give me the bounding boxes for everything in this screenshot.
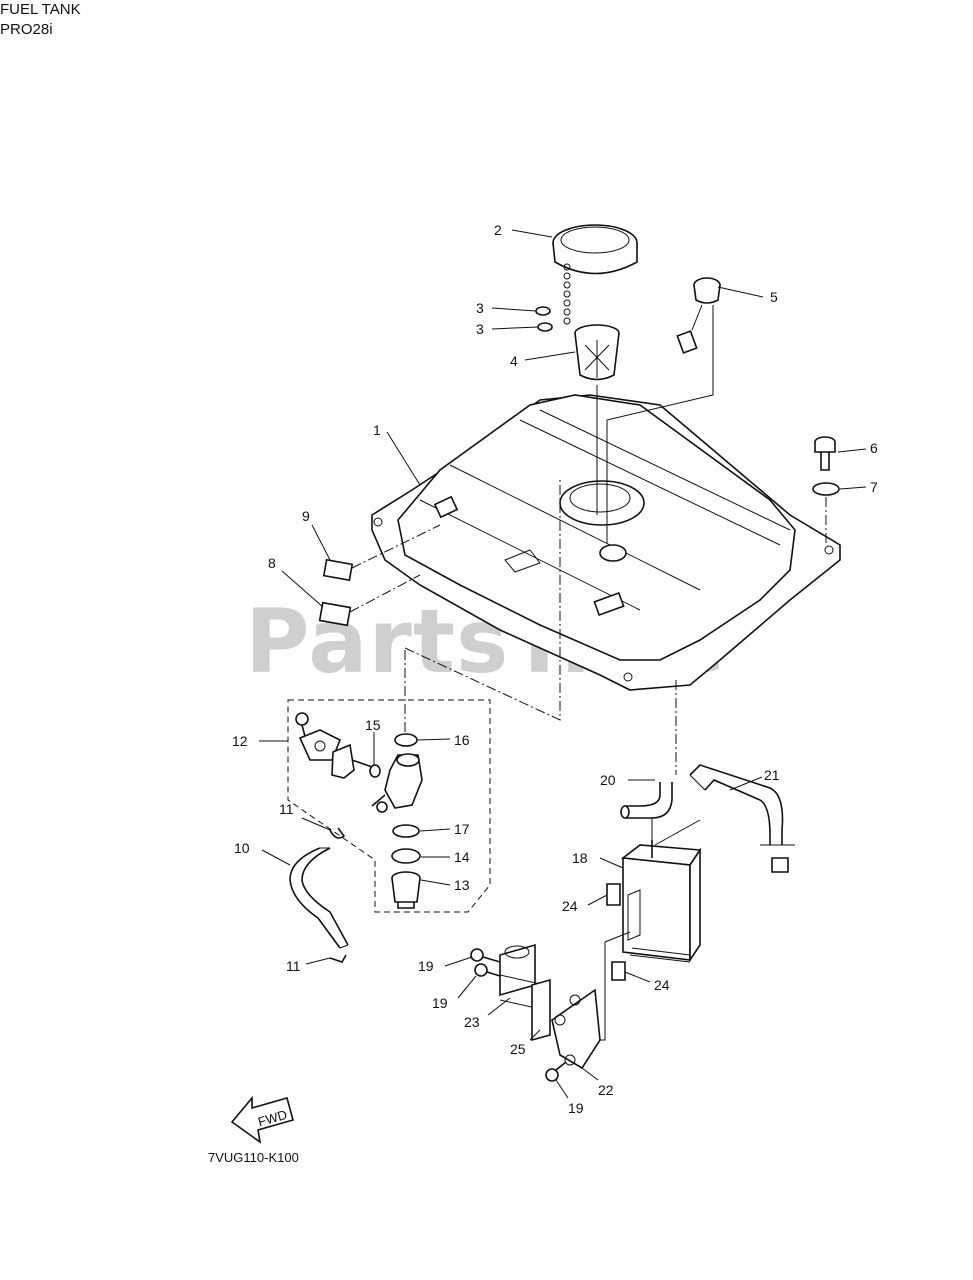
- leader-lines: [259, 229, 867, 1099]
- callout-21[interactable]: 21: [764, 767, 780, 783]
- callout-19a[interactable]: 19: [418, 958, 434, 974]
- fuel-gauge[interactable]: [676, 277, 721, 354]
- fuel-cap[interactable]: [552, 224, 638, 275]
- diagram-code: 7VUG110-K100: [208, 1150, 299, 1165]
- canister-clip-lower[interactable]: [611, 961, 626, 981]
- fuel-tank[interactable]: [371, 394, 841, 691]
- callout-17[interactable]: 17: [454, 821, 470, 837]
- bracket-22[interactable]: [551, 988, 601, 1070]
- callout-1[interactable]: 1: [373, 422, 381, 438]
- bracket-25[interactable]: [531, 978, 551, 1042]
- pad-lower[interactable]: [318, 601, 352, 627]
- hose-clip-lower[interactable]: [329, 954, 347, 963]
- callout-14[interactable]: 14: [454, 849, 470, 865]
- callout-10[interactable]: 10: [234, 840, 250, 856]
- callout-18[interactable]: 18: [572, 850, 588, 866]
- callout-4[interactable]: 4: [510, 353, 518, 369]
- callout-2[interactable]: 2: [494, 222, 502, 238]
- washer[interactable]: [812, 482, 840, 496]
- tee-fitting[interactable]: [771, 857, 789, 873]
- callout-19b[interactable]: 19: [432, 995, 448, 1011]
- gasket-top[interactable]: [394, 733, 418, 747]
- callout-11a[interactable]: 11: [279, 801, 294, 817]
- callout-9[interactable]: 9: [302, 508, 310, 524]
- o-ring-cup[interactable]: [391, 848, 421, 864]
- breather-hose-long[interactable]: [689, 764, 784, 845]
- callout-19c[interactable]: 19: [568, 1100, 584, 1116]
- callout-3b[interactable]: 3: [476, 321, 484, 337]
- callout-23[interactable]: 23: [464, 1014, 480, 1030]
- callout-8[interactable]: 8: [268, 555, 276, 571]
- callout-5[interactable]: 5: [770, 289, 778, 305]
- hose-clip-upper[interactable]: [329, 827, 346, 839]
- callout-11b[interactable]: 11: [286, 958, 301, 974]
- callout-12[interactable]: 12: [232, 733, 248, 749]
- header: FUEL TANK PRO28i: [0, 0, 81, 40]
- callout-24a[interactable]: 24: [562, 898, 578, 914]
- callout-6[interactable]: 6: [870, 440, 878, 456]
- breather-hose-short[interactable]: [625, 782, 673, 819]
- callout-13[interactable]: 13: [454, 877, 470, 893]
- callout-25[interactable]: 25: [510, 1041, 526, 1057]
- cap-chain: [563, 263, 571, 325]
- fuel-cup[interactable]: [391, 871, 421, 909]
- bolt[interactable]: [814, 436, 836, 471]
- canister[interactable]: [620, 840, 702, 963]
- callout-7[interactable]: 7: [870, 479, 878, 495]
- callout-24b[interactable]: 24: [654, 977, 670, 993]
- model-name: PRO28i: [0, 21, 53, 38]
- fwd-arrow: FWD: [230, 1095, 294, 1144]
- screw-19-lower[interactable]: [545, 1061, 567, 1082]
- screw-19-middle[interactable]: [474, 963, 501, 977]
- callout-numbers: 2 3 3 4 5 1 6 7 9 8 12 15 16 11 10 17 14…: [232, 222, 878, 1116]
- screw-19-upper[interactable]: [470, 948, 501, 963]
- canister-clip-upper[interactable]: [606, 883, 621, 906]
- callout-3a[interactable]: 3: [476, 300, 484, 316]
- fuel-cock[interactable]: [295, 712, 423, 813]
- pad-upper[interactable]: [322, 558, 354, 582]
- fuel-cock-assembly-outline: [287, 699, 491, 913]
- fuel-hose[interactable]: [289, 847, 341, 949]
- washer-upper[interactable]: [535, 306, 551, 316]
- callout-20[interactable]: 20: [600, 772, 616, 788]
- callout-15[interactable]: 15: [365, 717, 381, 733]
- filter-screen[interactable]: [392, 824, 420, 838]
- callout-16[interactable]: 16: [454, 732, 470, 748]
- page-title: FUEL TANK: [0, 1, 81, 18]
- fuel-strainer[interactable]: [574, 324, 620, 381]
- callout-22[interactable]: 22: [598, 1082, 614, 1098]
- washer-lower[interactable]: [537, 322, 553, 332]
